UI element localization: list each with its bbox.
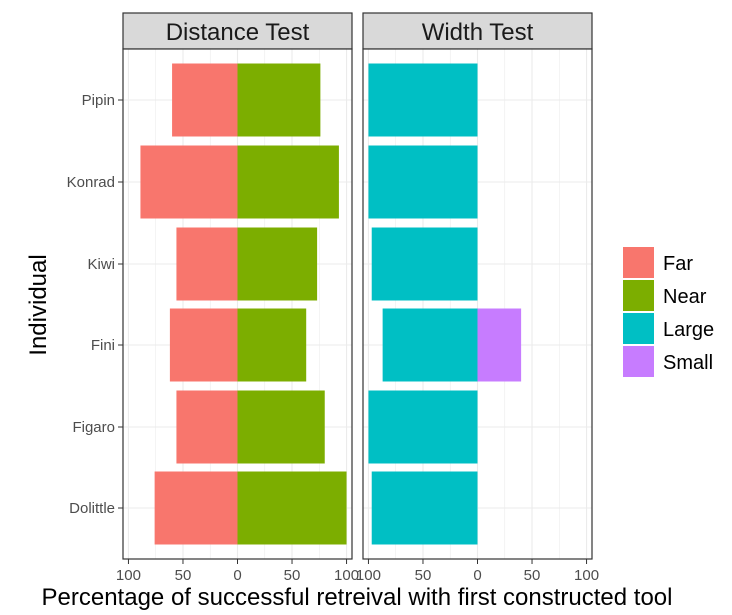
bar-large-pipin [368, 63, 478, 137]
panel-strip [362, 12, 593, 50]
y-tick-label: Pipin [82, 92, 115, 109]
x-tick-label: 100 [356, 567, 381, 584]
bar-near-fini [237, 308, 307, 382]
y-tick-label: Dolittle [69, 500, 115, 517]
bar-far-konrad [140, 145, 238, 219]
panel-title: Distance Test [166, 19, 310, 46]
panel-1: Width Test 100 50 0 50 100 [356, 12, 599, 584]
panel-0: Distance Test 100 50 0 50 100 [116, 12, 359, 584]
bar-far-pipin [172, 63, 238, 137]
y-tick-label: Figaro [72, 419, 115, 436]
bar-near-konrad [237, 145, 339, 219]
bar-far-dolittle [154, 471, 238, 545]
x-tick-label: 50 [415, 567, 432, 584]
bar-small-fini [477, 308, 522, 382]
legend-label-large: Large [663, 319, 714, 341]
bar-large-dolittle [371, 471, 478, 545]
legend-key-small [623, 346, 654, 377]
bar-near-dolittle [237, 471, 347, 545]
bar-far-kiwi [176, 227, 238, 301]
x-axis-title: Percentage of successful retreival with … [42, 584, 673, 611]
bar-far-figaro [176, 390, 238, 464]
x-tick-label: 100 [334, 567, 359, 584]
bar-near-kiwi [237, 227, 318, 301]
legend-key-near [623, 280, 654, 311]
legend-label-far: Far [663, 253, 693, 275]
bar-large-konrad [368, 145, 478, 219]
x-tick-label: 100 [574, 567, 599, 584]
bar-near-pipin [237, 63, 321, 137]
bar-large-figaro [368, 390, 478, 464]
y-tick-label: Fini [91, 337, 115, 354]
y-axis-title: Individual [25, 254, 52, 355]
legend-label-near: Near [663, 286, 707, 308]
x-tick-label: 0 [233, 567, 241, 584]
bar-large-fini [382, 308, 478, 382]
legend-key-large [623, 313, 654, 344]
x-tick-label: 100 [116, 567, 141, 584]
bar-near-figaro [237, 390, 325, 464]
x-tick-label: 50 [284, 567, 301, 584]
panel-strip [122, 12, 353, 50]
bar-far-fini [169, 308, 238, 382]
y-tick-label: Konrad [67, 174, 115, 191]
x-tick-label: 50 [524, 567, 541, 584]
x-tick-label: 50 [175, 567, 192, 584]
bar-large-kiwi [371, 227, 478, 301]
panels-layer: Distance Test 100 50 0 50 100 Width Test 100 50 0… [116, 12, 599, 584]
legend-key-far [623, 247, 654, 278]
legend-label-small: Small [663, 352, 713, 374]
x-tick-label: 0 [473, 567, 481, 584]
y-tick-label: Kiwi [87, 256, 115, 273]
panel-title: Width Test [422, 19, 534, 46]
